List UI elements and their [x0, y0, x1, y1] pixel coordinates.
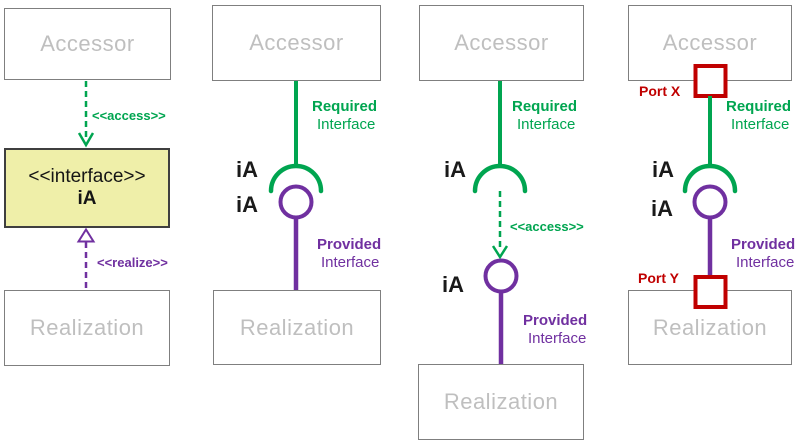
realization-label: Realization — [652, 314, 768, 340]
accessor-label: Accessor — [662, 30, 758, 55]
access-stereotype-label-1: <<access>> — [92, 108, 166, 123]
provided-interface-label-4: Provided — [731, 236, 796, 253]
access-stereotype-label-3: <<access>> — [510, 219, 584, 234]
required-interface-label-3: Required — [512, 98, 578, 115]
accessor-box-2: Accessor — [212, 5, 381, 81]
interface-classifier-box: <<interface>> iA — [4, 148, 170, 228]
ball-icon-4 — [692, 184, 728, 220]
realization-label: Realization — [443, 389, 559, 414]
socket-icon-4 — [682, 163, 738, 194]
interface-stereotype-label: <<interface>> — [28, 166, 146, 187]
required-interface-sublabel-3: Interface — [517, 116, 576, 133]
accessor-label: Accessor — [454, 30, 549, 55]
socket-interface-name-4: iA — [652, 157, 674, 182]
accessor-label: Accessor — [40, 31, 135, 56]
required-interface-label-4: Required — [726, 98, 792, 115]
provided-interface-label-3: Provided — [523, 312, 588, 329]
accessor-box-4: Accessor — [628, 5, 792, 81]
required-interface-sublabel-4: Interface — [731, 116, 790, 133]
ball-icon-3 — [483, 258, 519, 294]
port-y-label: Port Y — [638, 270, 679, 286]
accessor-box-1: Accessor — [4, 8, 171, 80]
provided-interface-sublabel-4: Interface — [736, 254, 795, 271]
ball-icon-2 — [278, 184, 314, 220]
realize-triangle-icon — [76, 227, 96, 243]
realization-label: Realization — [239, 314, 355, 340]
provided-interface-sublabel-2: Interface — [321, 254, 380, 271]
socket-interface-name-2: iA — [236, 157, 258, 182]
socket-interface-name-3: iA — [444, 157, 466, 182]
realization-label: Realization — [29, 315, 145, 340]
port-x-label: Port X — [639, 83, 681, 99]
ball-interface-name-4: iA — [651, 196, 673, 221]
socket-icon-3 — [472, 163, 528, 194]
provided-interface-label-2: Provided — [317, 236, 382, 253]
accessor-box-3: Accessor — [419, 5, 584, 81]
access-arrowhead-icon-1 — [77, 132, 95, 148]
realize-stereotype-label: <<realize>> — [97, 255, 168, 270]
required-interface-sublabel-2: Interface — [317, 116, 376, 133]
realization-box-2: Realization — [213, 290, 381, 365]
interface-name-label: iA — [77, 188, 97, 209]
access-arrowhead-icon-3 — [491, 245, 509, 260]
socket-icon-2 — [268, 163, 324, 194]
accessor-label: Accessor — [249, 30, 344, 55]
realization-box-1: Realization — [4, 290, 170, 366]
required-interface-label-2: Required — [312, 98, 378, 115]
realization-box-3: Realization — [418, 364, 584, 440]
realization-box-4: Realization — [628, 290, 792, 365]
provided-interface-sublabel-3: Interface — [528, 330, 587, 347]
ball-interface-name-3: iA — [442, 272, 464, 297]
ball-interface-name-2: iA — [236, 192, 258, 217]
